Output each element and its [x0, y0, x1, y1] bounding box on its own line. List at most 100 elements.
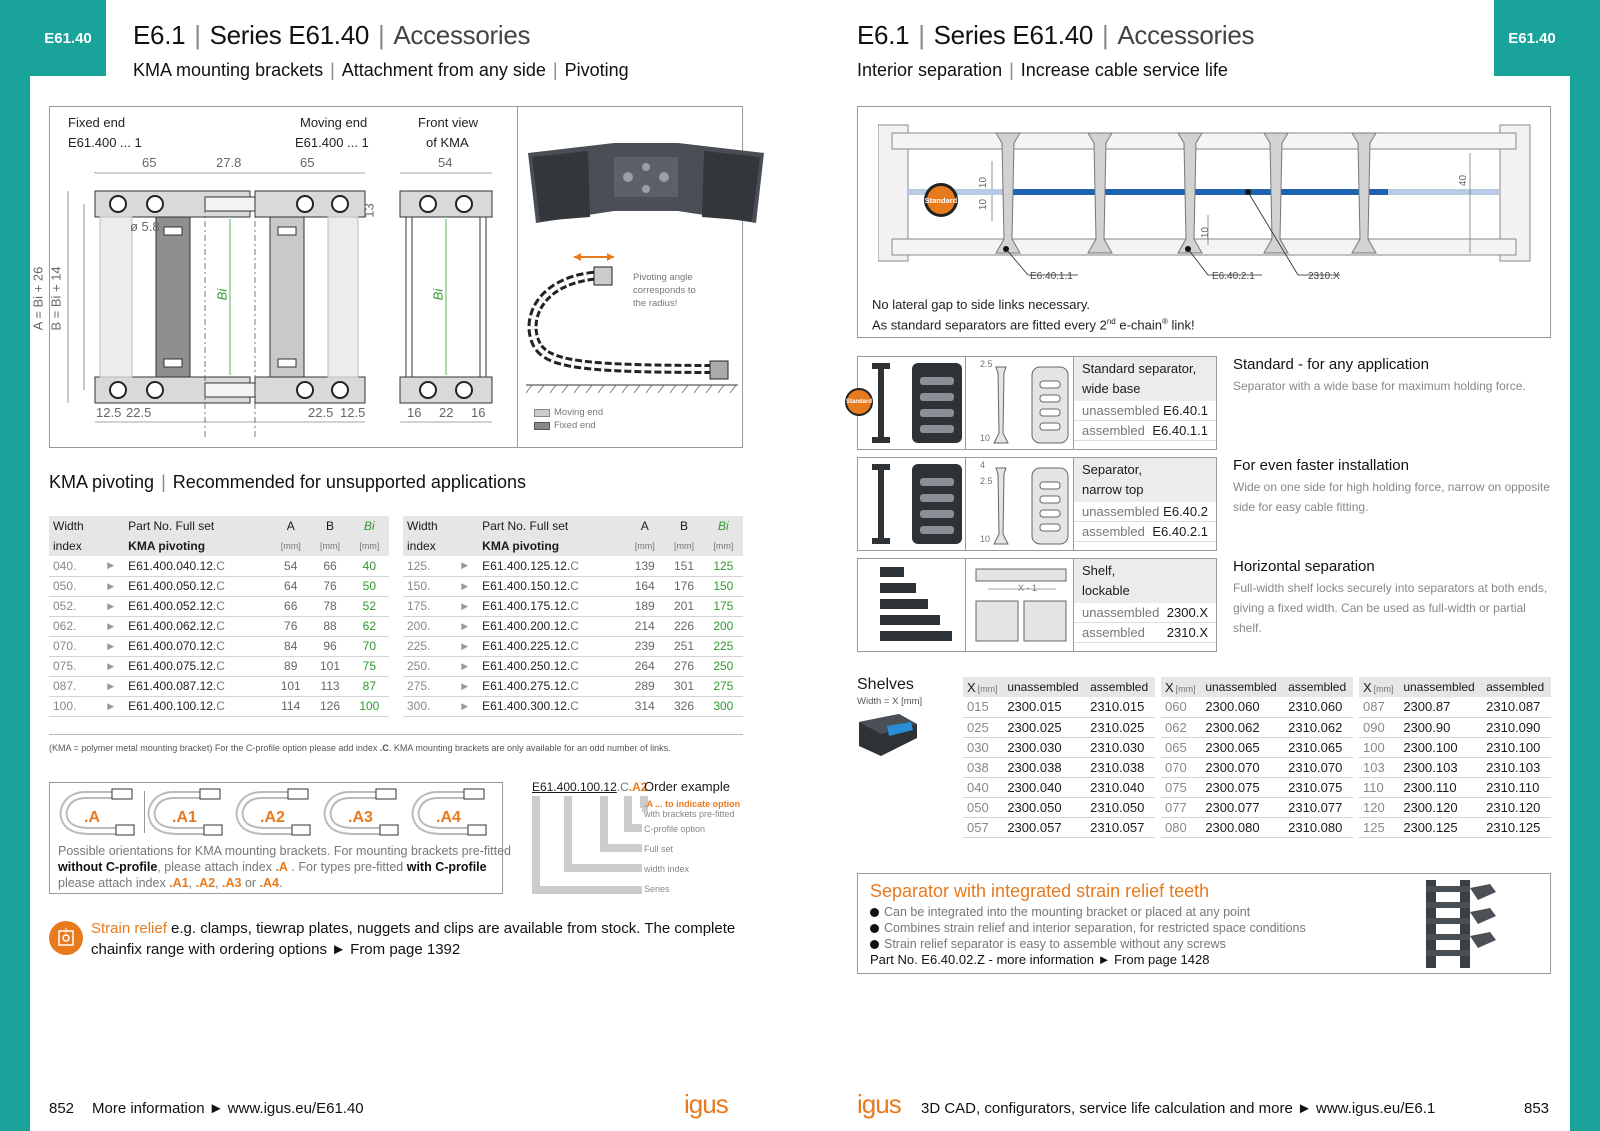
- part-number-c-option: C: [216, 558, 225, 573]
- part-label: assembled: [1082, 625, 1145, 640]
- dim-a-value: 66: [271, 596, 311, 617]
- row-arrow-icon: ▶: [457, 556, 479, 577]
- part-number-base: E61.400.175.12.: [482, 599, 571, 613]
- dim-a-value: 264: [625, 656, 665, 677]
- part-number-c-option: C: [570, 699, 579, 713]
- part-value: E6.40.1: [1163, 403, 1208, 418]
- dim-bi-value: 250: [703, 656, 743, 677]
- orientation-icons: .A.A1.A2.A3.A4: [56, 787, 496, 837]
- product-photo: [872, 363, 962, 443]
- product-divider-1: [965, 559, 966, 651]
- product-divider-2: [1073, 559, 1074, 651]
- legend-fixed: Fixed end: [534, 420, 596, 431]
- col-unit-b: [mm]: [310, 536, 350, 556]
- order-note-2: C-profile option: [644, 824, 706, 834]
- shelf-width: 090: [1359, 717, 1400, 738]
- order-brackets: [532, 796, 648, 894]
- part-number: E61.400.300.12.C: [478, 696, 626, 717]
- dim-16-a: 16: [407, 405, 422, 420]
- dim-bi-value: 225: [703, 636, 743, 657]
- right-footer-link[interactable]: 3D CAD, configurators, service life calc…: [921, 1100, 1436, 1117]
- part-number-c-option: C: [570, 619, 579, 633]
- shelf-col-x-label: X: [1363, 679, 1372, 695]
- orientation-diagram-icon: [235, 788, 311, 836]
- kma-pivoting-title: KMA pivoting | Recommended for unsupport…: [49, 472, 526, 492]
- shelf-assembled: 2310.062: [1284, 717, 1353, 738]
- dim-22: 22: [439, 405, 454, 420]
- bullet-text: Combines strain relief and interior sepa…: [884, 921, 1306, 935]
- shelf-unassembled: 2300.103: [1399, 757, 1483, 778]
- dim-27-8: 27.8: [216, 155, 242, 170]
- shelf-assembled: 2310.040: [1086, 777, 1155, 798]
- col-part: Part No. Full set: [124, 516, 272, 536]
- shelf-width: 070: [1161, 757, 1202, 778]
- part-number-c-option: C: [570, 558, 579, 573]
- part-value: E6.40.1.1: [1152, 423, 1208, 438]
- part-number-base: E61.400.275.12.: [482, 679, 571, 693]
- dim-bi-value: 175: [703, 596, 743, 617]
- left-footer-link[interactable]: More information ► www.igus.eu/E61.40: [92, 1100, 364, 1117]
- dim-a-value: 54: [271, 556, 311, 577]
- row-arrow-icon: ▶: [457, 596, 479, 617]
- part-number: E61.400.070.12.C: [124, 636, 272, 657]
- part-number-base: E61.400.250.12.: [482, 659, 571, 673]
- callout-2310-x: 2310.X: [1308, 271, 1340, 282]
- strain-separator-partno: Part No. E6.40.02.Z - more information ►…: [870, 952, 1210, 967]
- kma-drawing-box: Fixed end E61.400 ... 1 Moving end E61.4…: [30, 106, 764, 448]
- part-number-c-option: C: [570, 659, 579, 673]
- dim-54: 54: [438, 155, 453, 170]
- part-number: E61.400.150.12.C: [478, 576, 626, 597]
- dim-b-value: 78: [310, 596, 350, 617]
- dim-a-value: 64: [271, 576, 311, 597]
- front-view-label: Front view: [418, 115, 478, 130]
- part-number-c-option: C: [570, 639, 579, 653]
- part-number: E61.400.175.12.C: [478, 596, 626, 617]
- product-divider-1: [965, 458, 966, 550]
- part-number-base: E61.400.052.12.: [128, 599, 217, 613]
- col-unit-bi: [mm]: [703, 536, 743, 556]
- dim-b-value: 176: [664, 576, 704, 597]
- left-page-subtitle: KMA mounting brackets | Attachment from …: [133, 60, 629, 80]
- width-index: 275.: [403, 676, 458, 697]
- part-number-base: E61.400.040.12.: [128, 558, 217, 573]
- dim-65-right: 65: [300, 155, 315, 170]
- shelf-unassembled: 2300.025: [1003, 717, 1087, 738]
- shelf-unassembled: 2300.075: [1201, 777, 1285, 798]
- shelf-unassembled: 2300.110: [1399, 777, 1483, 798]
- kma-table-left: Width Part No. Full set A B Bi index KMA…: [49, 516, 389, 717]
- product-name: Shelf,lockable: [1074, 559, 1216, 603]
- orientation-divider: [144, 791, 145, 833]
- orientation-3: .A2: [232, 787, 316, 837]
- dim-b-value: 326: [664, 696, 704, 717]
- shelf-width: 040: [963, 777, 1004, 798]
- product-divider-2: [1073, 458, 1074, 550]
- part-number-c-option: C: [570, 579, 579, 593]
- shelf-width: 015: [963, 697, 1004, 718]
- row-arrow-icon: ▶: [457, 676, 479, 697]
- part-number-c-option: C: [570, 679, 579, 693]
- width-index: 150.: [403, 576, 458, 597]
- shelf-assembled: 2310.120: [1482, 797, 1551, 818]
- shelf-assembled: 2310.030: [1086, 737, 1155, 758]
- part-number: E61.400.075.12.C: [124, 656, 272, 677]
- shelf-width: 087: [1359, 697, 1400, 718]
